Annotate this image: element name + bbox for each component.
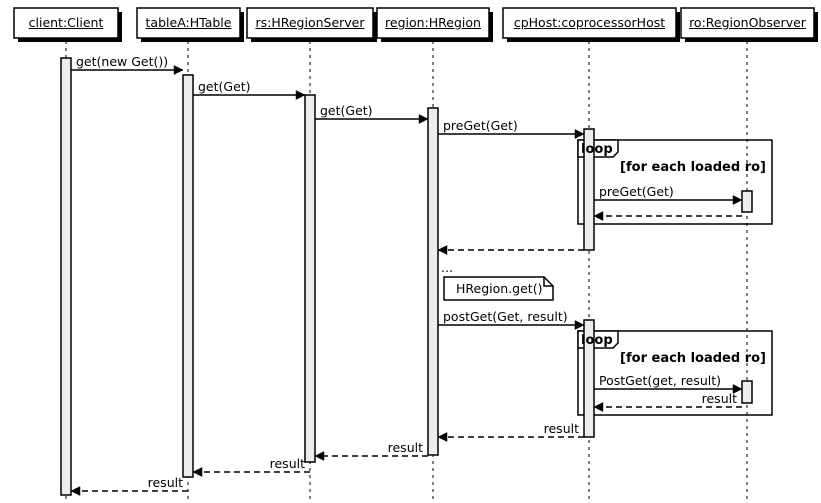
message-arrowhead-m13 [192,467,203,477]
message-label-m8: postGet(Get, result) [443,309,568,324]
message-label-m1: get(new Get()) [76,54,169,69]
participant-box-rs[interactable] [246,7,374,39]
message-label-m4: preGet(Get) [443,118,518,133]
activation-act-ro-2 [741,380,753,404]
participant-box-tableA[interactable] [136,7,241,39]
ellipsis-marker: ... [441,260,453,275]
message-arrowhead-m9 [732,384,743,394]
fragment-guard-loop2: [for each loaded ro] [620,351,766,366]
participant-box-ro[interactable] [680,7,815,39]
message-label-m5: preGet(Get) [599,184,674,199]
message-arrowhead-m10 [593,402,604,412]
message-label-m12: result [387,440,423,455]
participant-box-client[interactable] [13,7,119,39]
message-arrowhead-m12 [314,451,325,461]
fragment-keyword-loop1: loop [581,142,613,157]
message-label-m9: PostGet(get, result) [599,373,722,388]
activation-act-region [427,107,439,456]
message-arrowhead-m3 [418,114,429,124]
activation-act-cp-1 [583,128,595,251]
message-arrowhead-m6 [593,211,604,221]
message-label-m2: get(Get) [198,79,251,94]
message-label-m14: result [147,475,183,490]
message-arrowhead-m4 [574,129,585,139]
fragment-keyword-loop2: loop [581,333,613,348]
message-arrowhead-m11 [437,432,448,442]
note-text-note1: HRegion.get() [456,281,543,296]
message-arrowhead-m2 [295,90,306,100]
activation-act-tableA [182,74,194,478]
activation-act-client [60,57,72,496]
note-fold-note1 [543,277,553,287]
participant-label-tableA: tableA:HTable [145,15,232,30]
message-label-m3: get(Get) [320,103,373,118]
message-label-m13: result [269,456,305,471]
activation-act-cp-2 [583,319,595,438]
message-arrowhead-m7 [437,245,448,255]
message-label-m10: result [701,391,737,406]
message-arrowhead-m1 [173,65,184,75]
note-box-note1 [443,276,554,301]
message-arrowhead-m14 [70,486,81,496]
fragment-frame-loop1 [577,139,773,225]
activation-act-ro-1 [741,190,753,213]
message-arrowhead-m5 [732,195,743,205]
participant-label-client: client:Client [28,15,104,30]
participant-box-region[interactable] [376,7,490,39]
participant-label-ro: ro:RegionObserver [689,15,806,30]
fragment-guard-loop1: [for each loaded ro] [620,160,766,175]
activation-act-rs [304,94,316,463]
participant-label-rs: rs:HRegionServer [255,15,365,30]
participant-box-cpHost[interactable] [502,7,677,39]
participant-label-region: region:HRegion [385,15,481,30]
participant-label-cpHost: cpHost:coprocessorHost [513,15,666,30]
message-arrowhead-m8 [574,320,585,330]
message-label-m11: result [543,421,579,436]
fragment-frame-loop2 [577,330,773,416]
